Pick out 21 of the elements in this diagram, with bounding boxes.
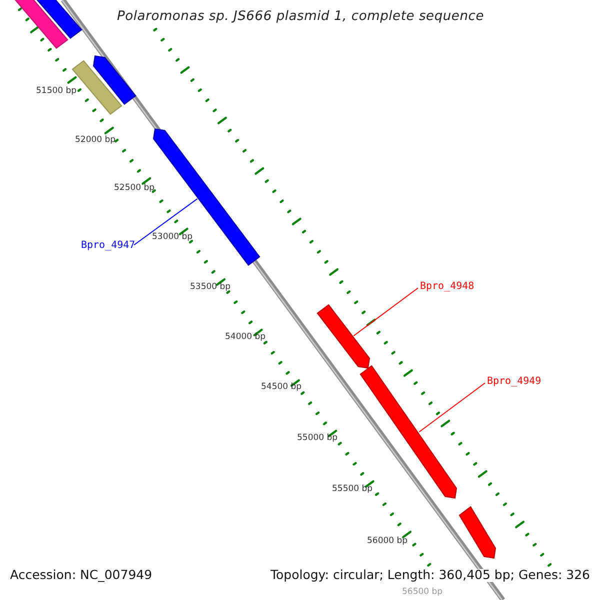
position-label: 53000 bp [152,233,193,242]
position-label: 56000 bp [367,537,408,546]
position-label: 56500 bp [402,588,443,596]
gene-feature [92,55,136,105]
gene-feature [458,506,496,559]
gene-label: Bpro_4949 [487,377,542,387]
leader-line [418,382,486,432]
position-label: 52000 bp [75,136,116,144]
position-label: 55500 bp [332,485,373,494]
gene-feature [316,304,370,369]
position-label: 52500 bp [114,184,155,192]
gene-feature [152,128,260,266]
gene-feature [360,365,458,499]
position-label: 54000 bp [225,333,266,342]
footer-text: Accession: NC_007949 [10,569,152,582]
leader-line [134,198,198,246]
diagram-title: Polaromonas sp. JS666 plasmid 1, complete sequence [117,10,484,23]
gene-label: Bpro_4947 [81,241,136,251]
gene-label: Bpro_4948 [420,282,474,292]
position-label: 51500 bp [36,87,77,96]
leader-line [353,288,418,336]
